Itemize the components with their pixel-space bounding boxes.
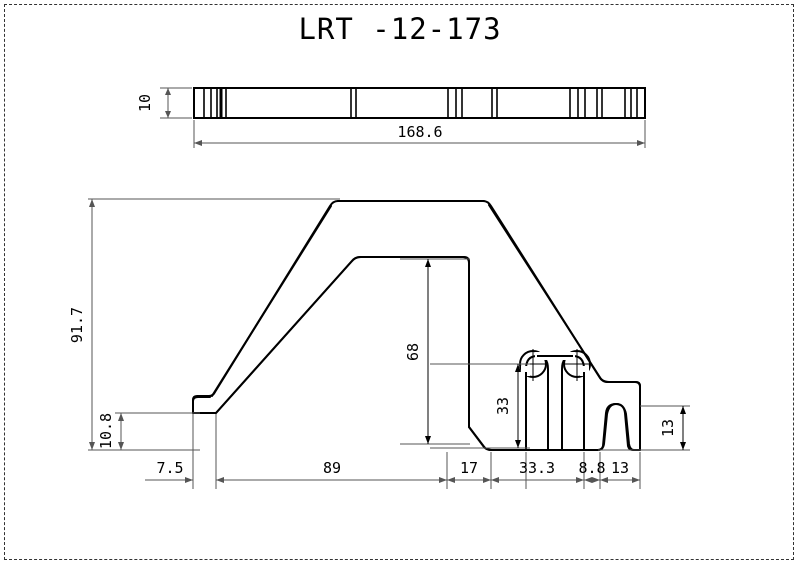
dim-label-left-foot-width: 7.5: [156, 459, 183, 477]
dim-right-step-height: 13: [659, 406, 686, 450]
dim-label-channel-width: 33.3: [519, 459, 555, 477]
dim-label-right-step-height: 13: [659, 419, 677, 437]
dim-label-left-foot-height: 10.8: [97, 413, 115, 449]
dim-left-foot-height: 10.8: [97, 413, 124, 450]
dim-inner-web-height: 68: [404, 259, 431, 444]
profile-detail-strokes: [192, 200, 641, 451]
boss-overlay-cleanup: [521, 352, 589, 450]
dim-overall-height: 91.7: [68, 199, 95, 450]
top-view-bar: [193, 87, 646, 119]
dim-bar-height: 10: [136, 87, 192, 119]
page-title: LRT -12-173: [298, 12, 502, 46]
dim-label-bar-height: 10: [136, 94, 154, 112]
profile-outer-contour: [192, 200, 641, 451]
dim-post-height: 33: [494, 364, 521, 448]
dim-label-mid-leg-width: 17: [460, 459, 478, 477]
dim-bar-length: 168.6: [193, 120, 646, 148]
dim-label-inner-web-height: 68: [404, 343, 422, 361]
dim-label-post-height: 33: [494, 397, 512, 415]
boss-right: [562, 349, 592, 381]
dim-label-bar-length: 168.6: [397, 123, 442, 141]
profile-extension-lines: [88, 198, 690, 489]
dim-label-overall-height: 91.7: [68, 307, 86, 343]
dim-label-right-post-width: 8.8: [578, 459, 605, 477]
dim-label-main-span-width: 89: [323, 459, 341, 477]
dim-row-horizontal: 7.5 89 17 33.3 8.8 13: [145, 459, 640, 483]
bar-rib-lines: [203, 88, 638, 118]
dim-label-right-end-width: 13: [611, 459, 629, 477]
